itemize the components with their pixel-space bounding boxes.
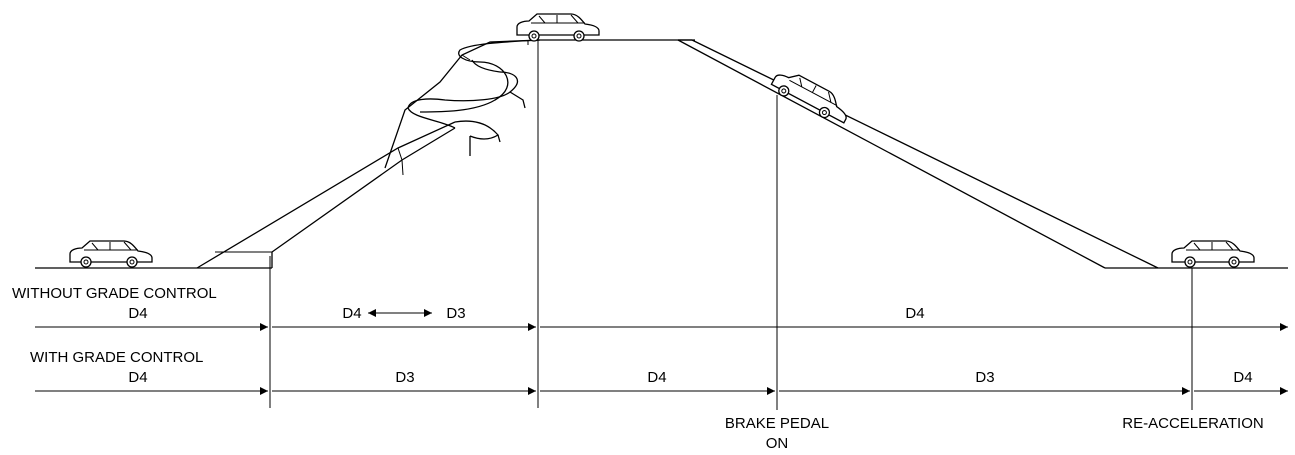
event-markers: [269, 40, 1193, 410]
downhill-road-edge-b: [691, 39, 1159, 269]
car-icon: [1171, 240, 1255, 268]
segment-label: D4: [905, 305, 924, 322]
event-labels: BRAKE PEDAL ON RE-ACCELERATION: [725, 415, 1264, 452]
downhill-road-edge-a: [677, 39, 1106, 269]
double-arrow-icon: D4 D3: [342, 305, 465, 322]
segment-label: D4: [342, 305, 361, 322]
row-label-with: WITH GRADE CONTROL: [30, 349, 203, 366]
segment-label: D3: [446, 305, 465, 322]
segment-label: D4: [128, 369, 147, 386]
mountain-lower-slope: [397, 147, 404, 176]
row-label-without: WITHOUT GRADE CONTROL: [12, 285, 217, 302]
reacceleration-label: RE-ACCELERATION: [1122, 415, 1263, 432]
row-without-grade-control: WITHOUT GRADE CONTROL D4 D4 D3 D4: [12, 285, 1288, 331]
segment-label: D4: [128, 305, 147, 322]
winding-road-icon: [407, 39, 541, 156]
brake-pedal-label: BRAKE PEDAL: [725, 415, 829, 432]
uphill-road-edge-a: [196, 121, 456, 269]
car-icon: [516, 13, 600, 42]
mountain-outline: [384, 39, 541, 169]
row-with-grade-control: WITH GRADE CONTROL D4 D3 D4 D3 D4: [30, 349, 1288, 395]
brake-on-label: ON: [766, 435, 789, 452]
segment-label: D4: [647, 369, 666, 386]
segment-label: D4: [1233, 369, 1252, 386]
segment-label: D3: [975, 369, 994, 386]
car-icon: [770, 74, 847, 124]
car-icon: [69, 240, 153, 268]
terrain: [35, 39, 1288, 269]
uphill-road-edge-b: [271, 127, 456, 253]
segment-label: D3: [395, 369, 414, 386]
